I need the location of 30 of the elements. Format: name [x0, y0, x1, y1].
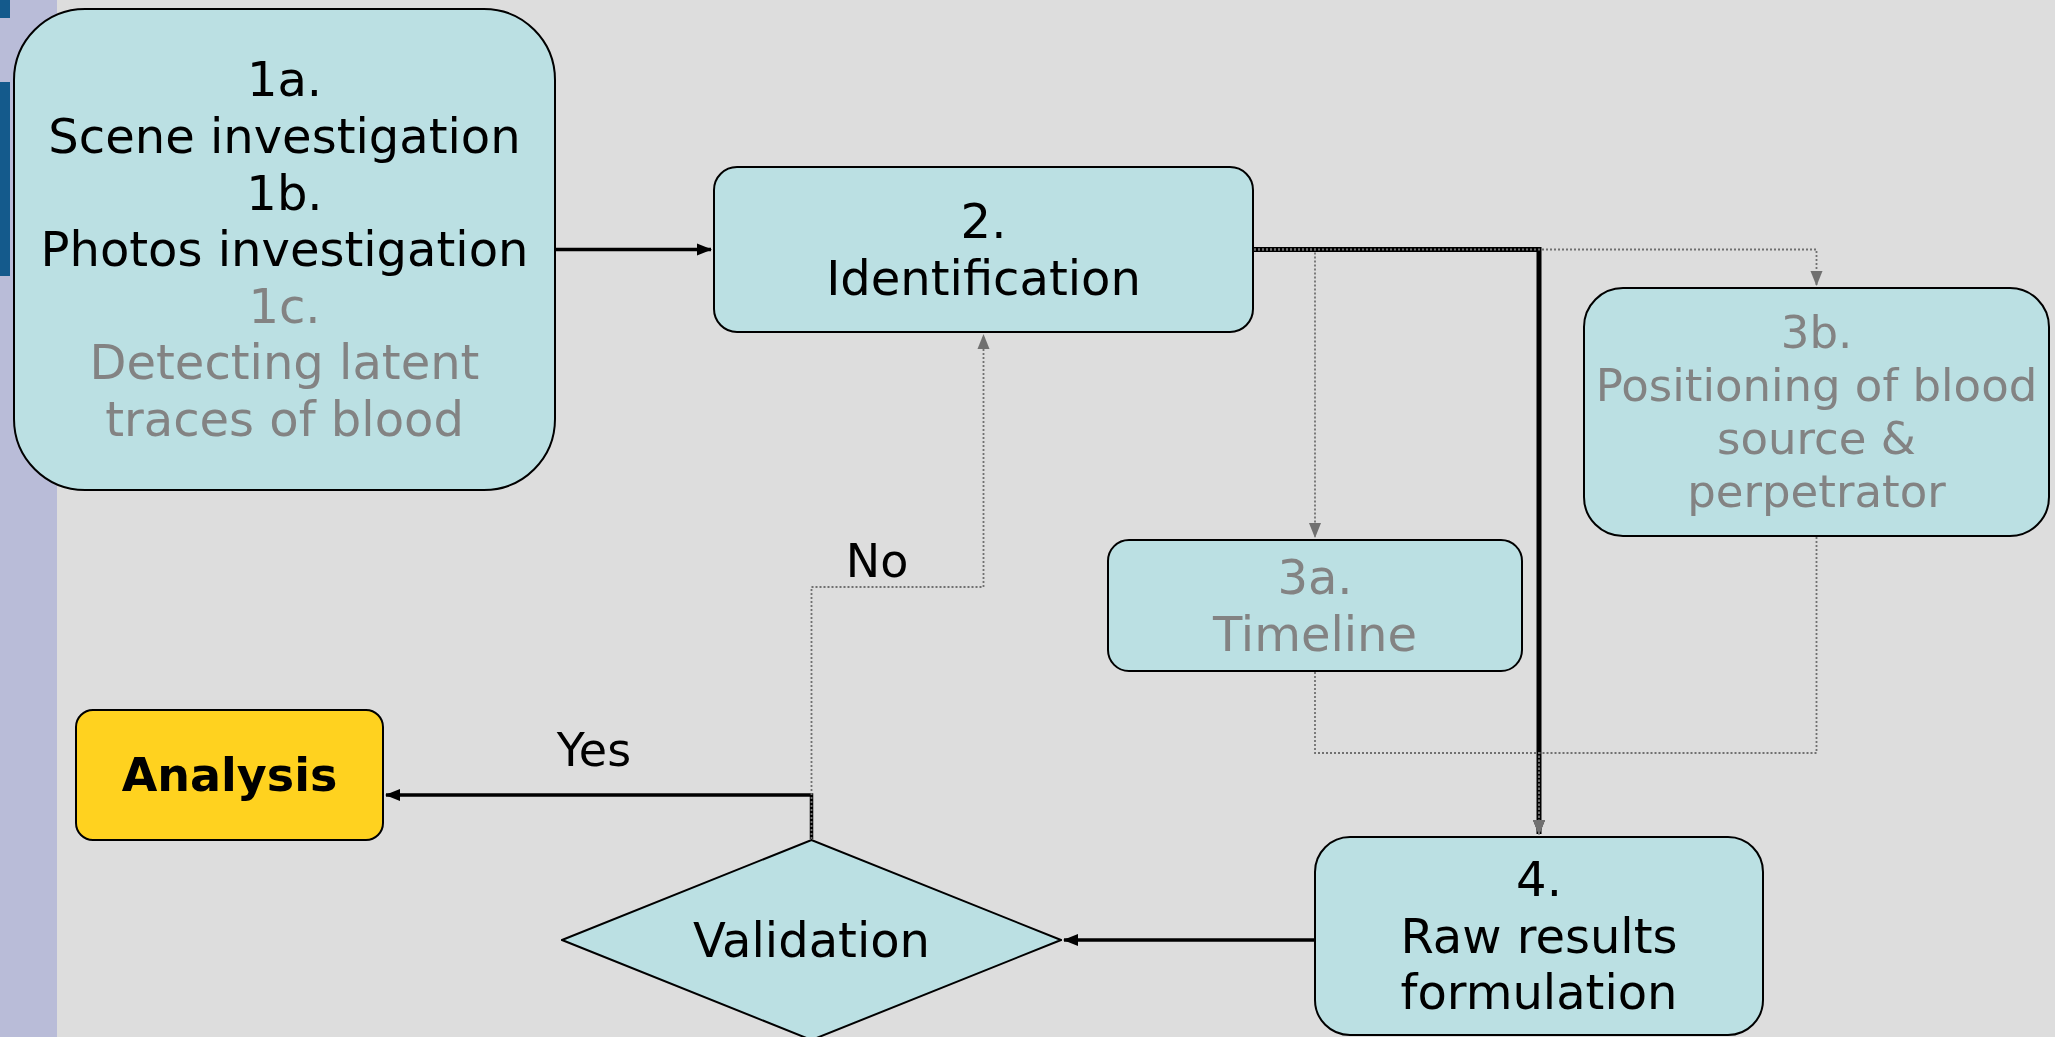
step-title: Detecting latent traces of blood: [88, 334, 481, 448]
step-title: Identification: [826, 249, 1141, 307]
decision-diamond: [561, 839, 1062, 1037]
step-title: Timeline: [1212, 605, 1418, 663]
step-title: Analysis: [121, 747, 338, 803]
step-title: Raw results formulation: [1399, 907, 1679, 1021]
process-box: [1107, 539, 1523, 672]
arrow: [1254, 247, 1545, 835]
step-title: Photos investigation: [40, 221, 529, 278]
step-number: 4.: [1516, 851, 1562, 908]
process-box: [1583, 287, 2050, 537]
step-number: 1b.: [246, 164, 323, 222]
step-number: 1c.: [248, 277, 321, 335]
arrow: [556, 243, 712, 256]
step-number: 2.: [960, 192, 1007, 250]
step-number: 3b.: [1780, 305, 1853, 359]
step-title: Validation: [693, 911, 930, 969]
step-number: 3a.: [1277, 548, 1353, 606]
arrow: [1063, 934, 1314, 946]
step-title: Positioning of blood source & perpetrator: [1594, 358, 2039, 519]
dotted-arrow: [810, 334, 990, 840]
step-number: 1a.: [246, 51, 323, 108]
process-box: [13, 8, 556, 491]
arrow: [385, 789, 814, 839]
process-box: [75, 709, 384, 841]
process-box: [1314, 836, 1764, 1036]
dotted-arrow: [1533, 536, 1818, 835]
step-title: Scene investigation: [48, 107, 521, 165]
process-box: [713, 166, 1254, 333]
dotted-arrow: [1253, 248, 1823, 286]
